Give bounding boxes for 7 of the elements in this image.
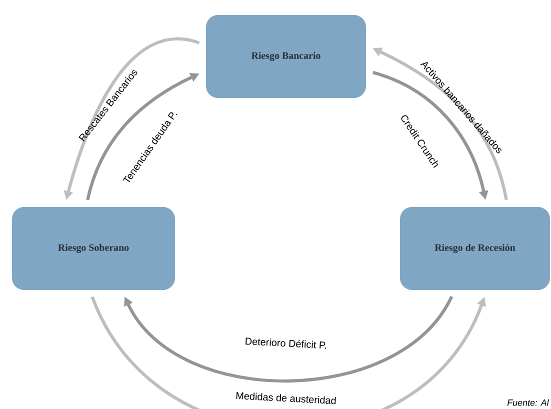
edge-label: Medidas de austeridad	[236, 392, 336, 404]
edge-label: Deterioro Déficit P.	[246, 338, 326, 349]
source-note: Fuente: Al	[507, 399, 549, 406]
risk-box: Riesgo de Recesión	[400, 207, 550, 290]
risk-box: Riesgo Bancario	[206, 15, 366, 98]
risk-box: Riesgo Soberano	[12, 207, 175, 290]
curved-arrow	[124, 296, 454, 383]
